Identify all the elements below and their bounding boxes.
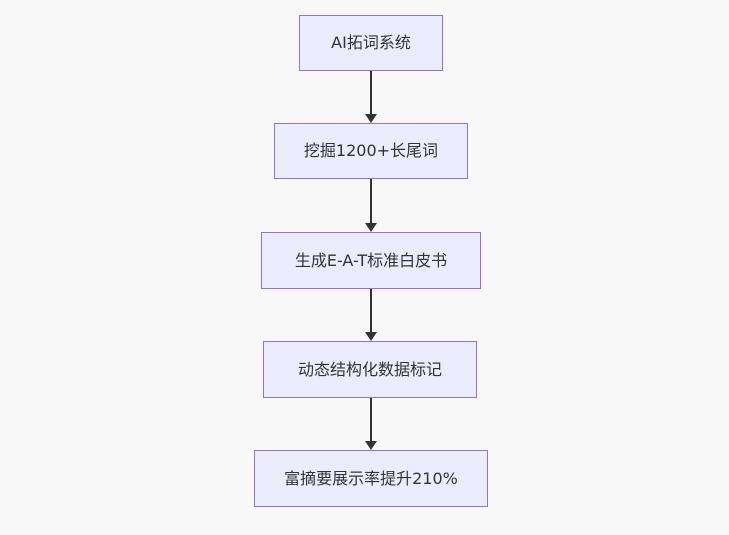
node-eat-whitepaper: 生成E-A-T标准白皮书 (261, 232, 481, 289)
arrow-head-icon (365, 332, 377, 341)
node-ai-keyword-system: AI拓词系统 (299, 15, 443, 71)
flow-arrow-3 (365, 289, 377, 341)
node-structured-data-markup: 动态结构化数据标记 (263, 341, 477, 398)
arrow-head-icon (365, 441, 377, 450)
arrow-line (370, 289, 372, 334)
arrow-head-icon (365, 114, 377, 123)
arrow-head-icon (365, 223, 377, 232)
flow-arrow-1 (365, 71, 377, 123)
node-longtail-mining: 挖掘1200+长尾词 (274, 123, 468, 179)
flow-arrow-2 (365, 179, 377, 232)
arrow-line (370, 179, 372, 225)
arrow-line (370, 71, 372, 116)
node-label: 挖掘1200+长尾词 (303, 141, 439, 161)
arrow-line (370, 398, 372, 443)
flow-arrow-4 (365, 398, 377, 450)
node-label: 富摘要展示率提升210% (284, 468, 458, 488)
node-label: 动态结构化数据标记 (297, 359, 442, 379)
node-label: 生成E-A-T标准白皮书 (294, 250, 448, 270)
node-rich-snippet-uplift: 富摘要展示率提升210% (254, 450, 488, 507)
node-label: AI拓词系统 (331, 33, 411, 53)
